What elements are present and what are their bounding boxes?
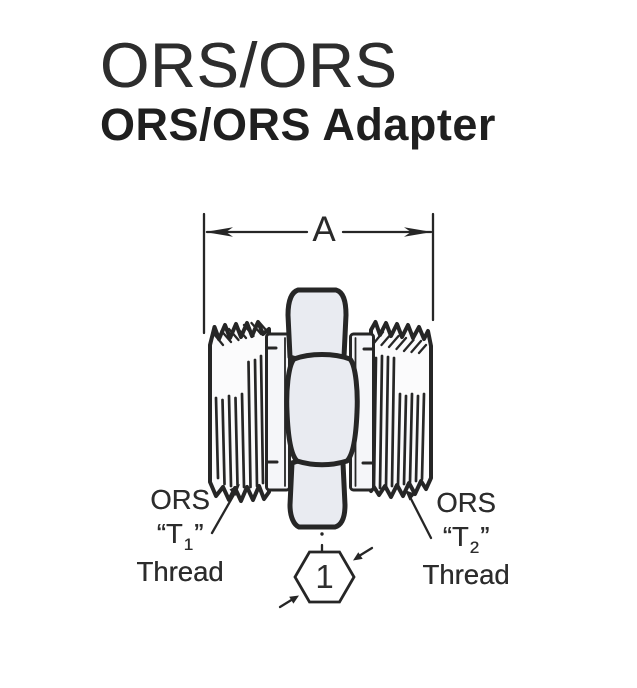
leader-right <box>405 490 433 540</box>
page-title: ORS/ORS <box>100 31 398 101</box>
hex-balloon-number: 1 <box>315 558 334 595</box>
left-thread-stripes <box>214 354 265 489</box>
left-thread-word: Thread <box>136 556 224 587</box>
hex-middle-facet <box>284 352 360 468</box>
page-subtitle: ORS/ORS Adapter <box>100 99 496 150</box>
right-thread-hatch <box>372 330 428 355</box>
dimension-a-label: A <box>312 210 336 249</box>
hex-bottom-facet <box>287 456 348 530</box>
left-flange <box>265 332 291 492</box>
right-thread-designator: “T2” <box>442 521 490 557</box>
left-thread-designator: “T1” <box>156 518 204 554</box>
right-thread-callout: ORS “T2” Thread <box>412 486 520 592</box>
left-thread-callout: ORS “T1” Thread <box>126 483 234 589</box>
hex-top-facet <box>285 287 349 364</box>
right-thread <box>369 320 433 499</box>
hex-size-balloon <box>278 532 374 609</box>
thread-subscript: 2 <box>469 538 480 557</box>
left-thread-hatch <box>212 320 268 347</box>
leader-left <box>210 484 240 535</box>
center-hex <box>284 287 360 530</box>
thread-subscript: 1 <box>183 535 194 554</box>
left-thread <box>208 320 271 503</box>
right-thread-word: Thread <box>422 559 510 590</box>
dimension-a <box>202 212 435 335</box>
left-thread-name: ORS <box>150 484 210 515</box>
right-thread-name: ORS <box>436 487 496 518</box>
